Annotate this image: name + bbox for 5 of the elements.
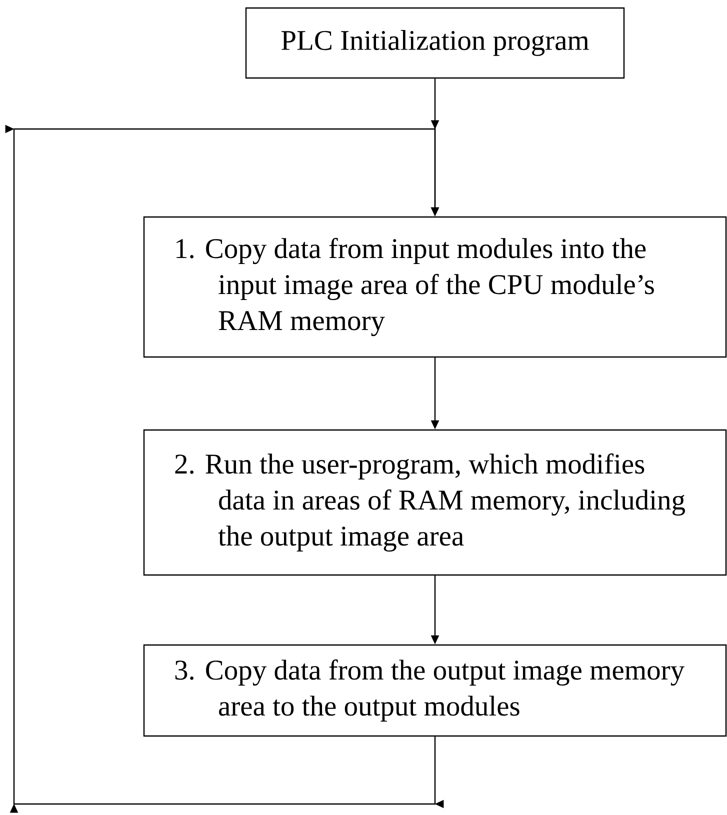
process-box: 3. Copy data from the output image memory area to the output modules — [143, 644, 727, 737]
process-box: 2. Run the user-program, which modifies data in areas of RAM memory, including the output image area — [143, 429, 727, 576]
process-box: 1. Copy data from input modules into the input image area of the CPU module’s RAM memory — [143, 216, 727, 358]
loop-arrow — [5, 120, 444, 813]
start-box: PLC Initialization program — [245, 7, 625, 79]
